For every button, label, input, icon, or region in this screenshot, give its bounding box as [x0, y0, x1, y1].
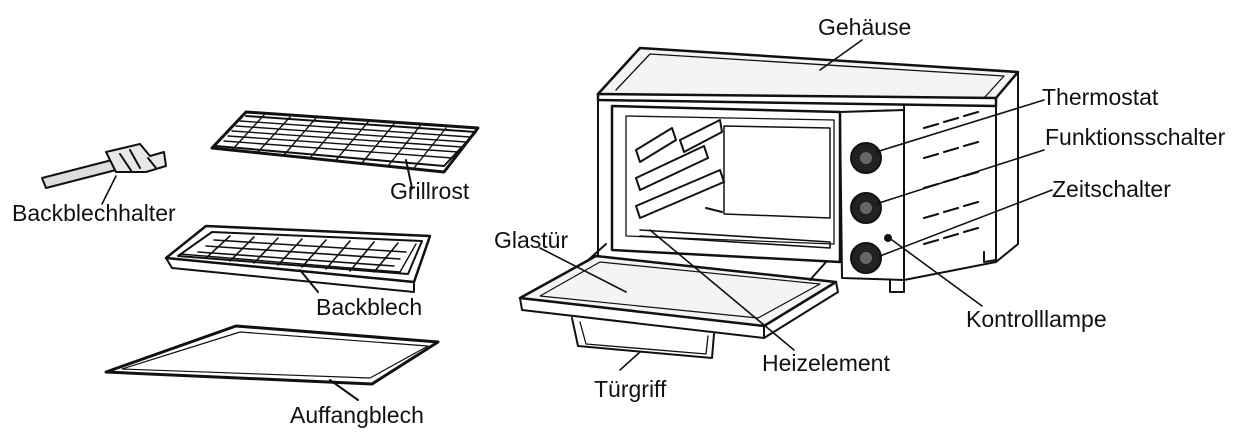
label-thermostat: Thermostat: [1042, 84, 1159, 110]
grill-rack-drawing: [210, 110, 480, 189]
label-glass-door: Glastür: [494, 227, 569, 253]
tray-holder-drawing: [41, 143, 167, 189]
label-tray-holder: Backblechhalter: [12, 200, 176, 226]
label-heating-element: Heizelement: [762, 350, 890, 376]
leader-lines: [101, 39, 1053, 371]
drip-tray-drawing: [104, 324, 440, 401]
baking-tray-drawing: [164, 224, 432, 293]
label-function-switch: Funktionsschalter: [1045, 124, 1226, 150]
label-drip-tray: Auffangblech: [290, 402, 424, 428]
label-door-handle: Türgriff: [594, 376, 667, 402]
oven-drawing: [518, 46, 1020, 359]
label-grill-rack: Grillrost: [390, 178, 470, 204]
label-pilot-lamp: Kontrolllampe: [966, 306, 1107, 332]
label-baking-tray: Backblech: [316, 294, 423, 320]
label-housing: Gehäuse: [818, 14, 912, 40]
label-timer: Zeitschalter: [1052, 176, 1171, 202]
